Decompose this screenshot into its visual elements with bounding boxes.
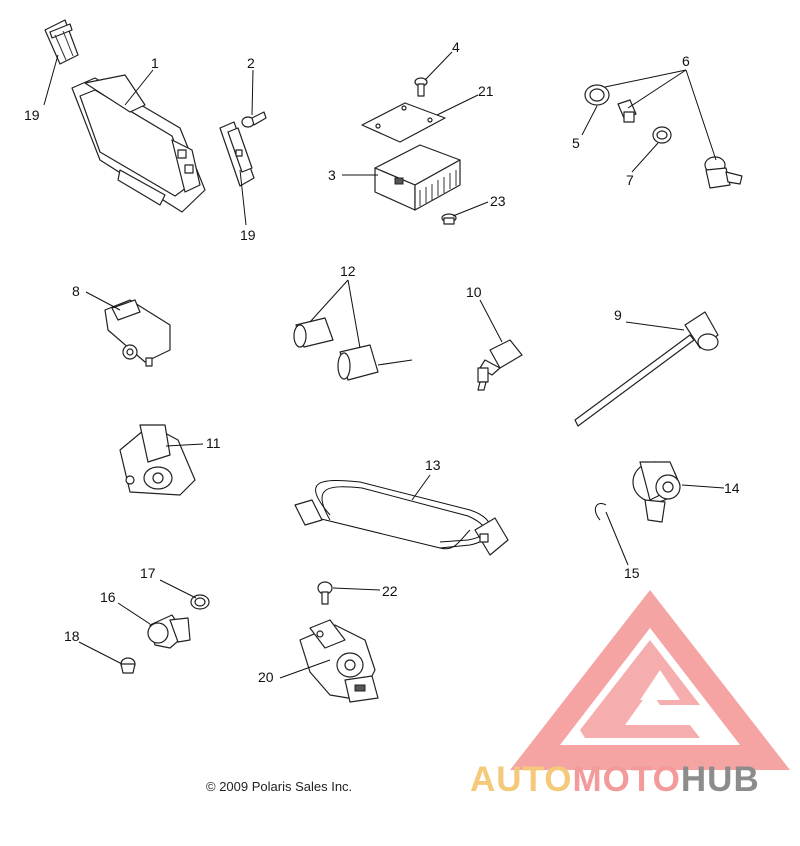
part-15-clip [594,503,607,521]
part-20-valve [299,619,379,703]
callout-numbers: 1 2 3 4 5 6 7 8 9 10 11 12 13 14 15 16 1… [24,39,740,685]
callout-3: 3 [328,167,336,183]
callout-8: 8 [72,283,80,299]
callout-15: 15 [624,565,640,581]
part-6-sensor [704,156,743,189]
callout-19a: 19 [24,107,40,123]
part-23-grommet [441,213,457,225]
leader-lines [43,51,725,679]
callout-23: 23 [490,193,506,209]
wordmark-hub: HUB [680,760,760,799]
watermark-wordmark: AUTOMOTOHUB [470,762,760,797]
watermark-emblem [510,590,790,770]
callout-21: 21 [478,83,494,99]
callout-19b: 19 [240,227,256,243]
callout-20: 20 [258,669,274,685]
part-11-tps [119,424,196,496]
part-4-screw [414,77,428,97]
callout-22: 22 [382,583,398,599]
part-8-map-sensor [104,299,171,367]
callout-10: 10 [466,284,482,300]
callout-11: 11 [206,435,221,451]
callout-9: 9 [614,307,622,323]
part-7-washer [652,126,672,144]
copyright-text: © 2009 Polaris Sales Inc. [206,779,353,794]
callout-18: 18 [64,628,80,644]
part-17-oring [190,594,210,610]
part-18-bolt [120,657,136,674]
callout-4: 4 [452,39,460,55]
part-22-screw [317,581,333,605]
part-14-knock-sensor [632,461,681,523]
part-5-sensor [584,84,610,106]
part-1-ecu [71,74,206,213]
part-6-clip [617,99,637,123]
part-19-bracket-top [44,19,79,65]
wordmark-auto: AUTO [470,760,573,799]
callout-7: 7 [626,172,634,188]
part-12-cylinders [293,317,413,381]
part-16-sensor [147,614,191,649]
callout-2: 2 [247,55,255,71]
callout-6: 6 [682,53,690,69]
part-21-cover-plate [361,102,446,143]
part-19-bracket-lower [219,121,255,187]
callout-5: 5 [572,135,580,151]
callout-16: 16 [100,589,116,605]
callout-1: 1 [151,55,159,71]
part-2-bolt [241,111,267,128]
wordmark-moto: MOTO [572,760,681,799]
part-13-harness [294,480,509,556]
callout-14: 14 [724,480,740,496]
part-9-rod-sensor [574,311,719,427]
part-3-module [374,144,461,211]
callout-17: 17 [140,565,156,581]
callout-12: 12 [340,263,356,279]
part-10-temp-sensor [477,339,523,391]
callout-13: 13 [425,457,441,473]
